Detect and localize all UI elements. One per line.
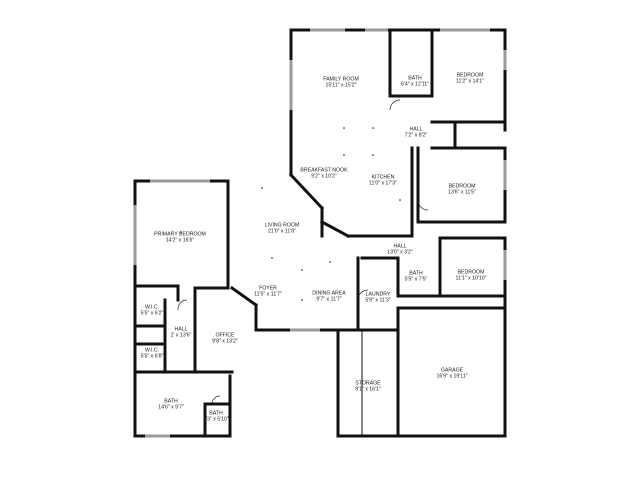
fixture-dots [180,127,401,301]
room-wic-1: W.I.C.5'5" x 6'2" [140,304,164,317]
doors [177,99,429,436]
interior-walls [133,28,507,438]
windows [133,28,507,438]
room-wic-2: W.I.C.5'5" x 6'8" [140,347,164,360]
